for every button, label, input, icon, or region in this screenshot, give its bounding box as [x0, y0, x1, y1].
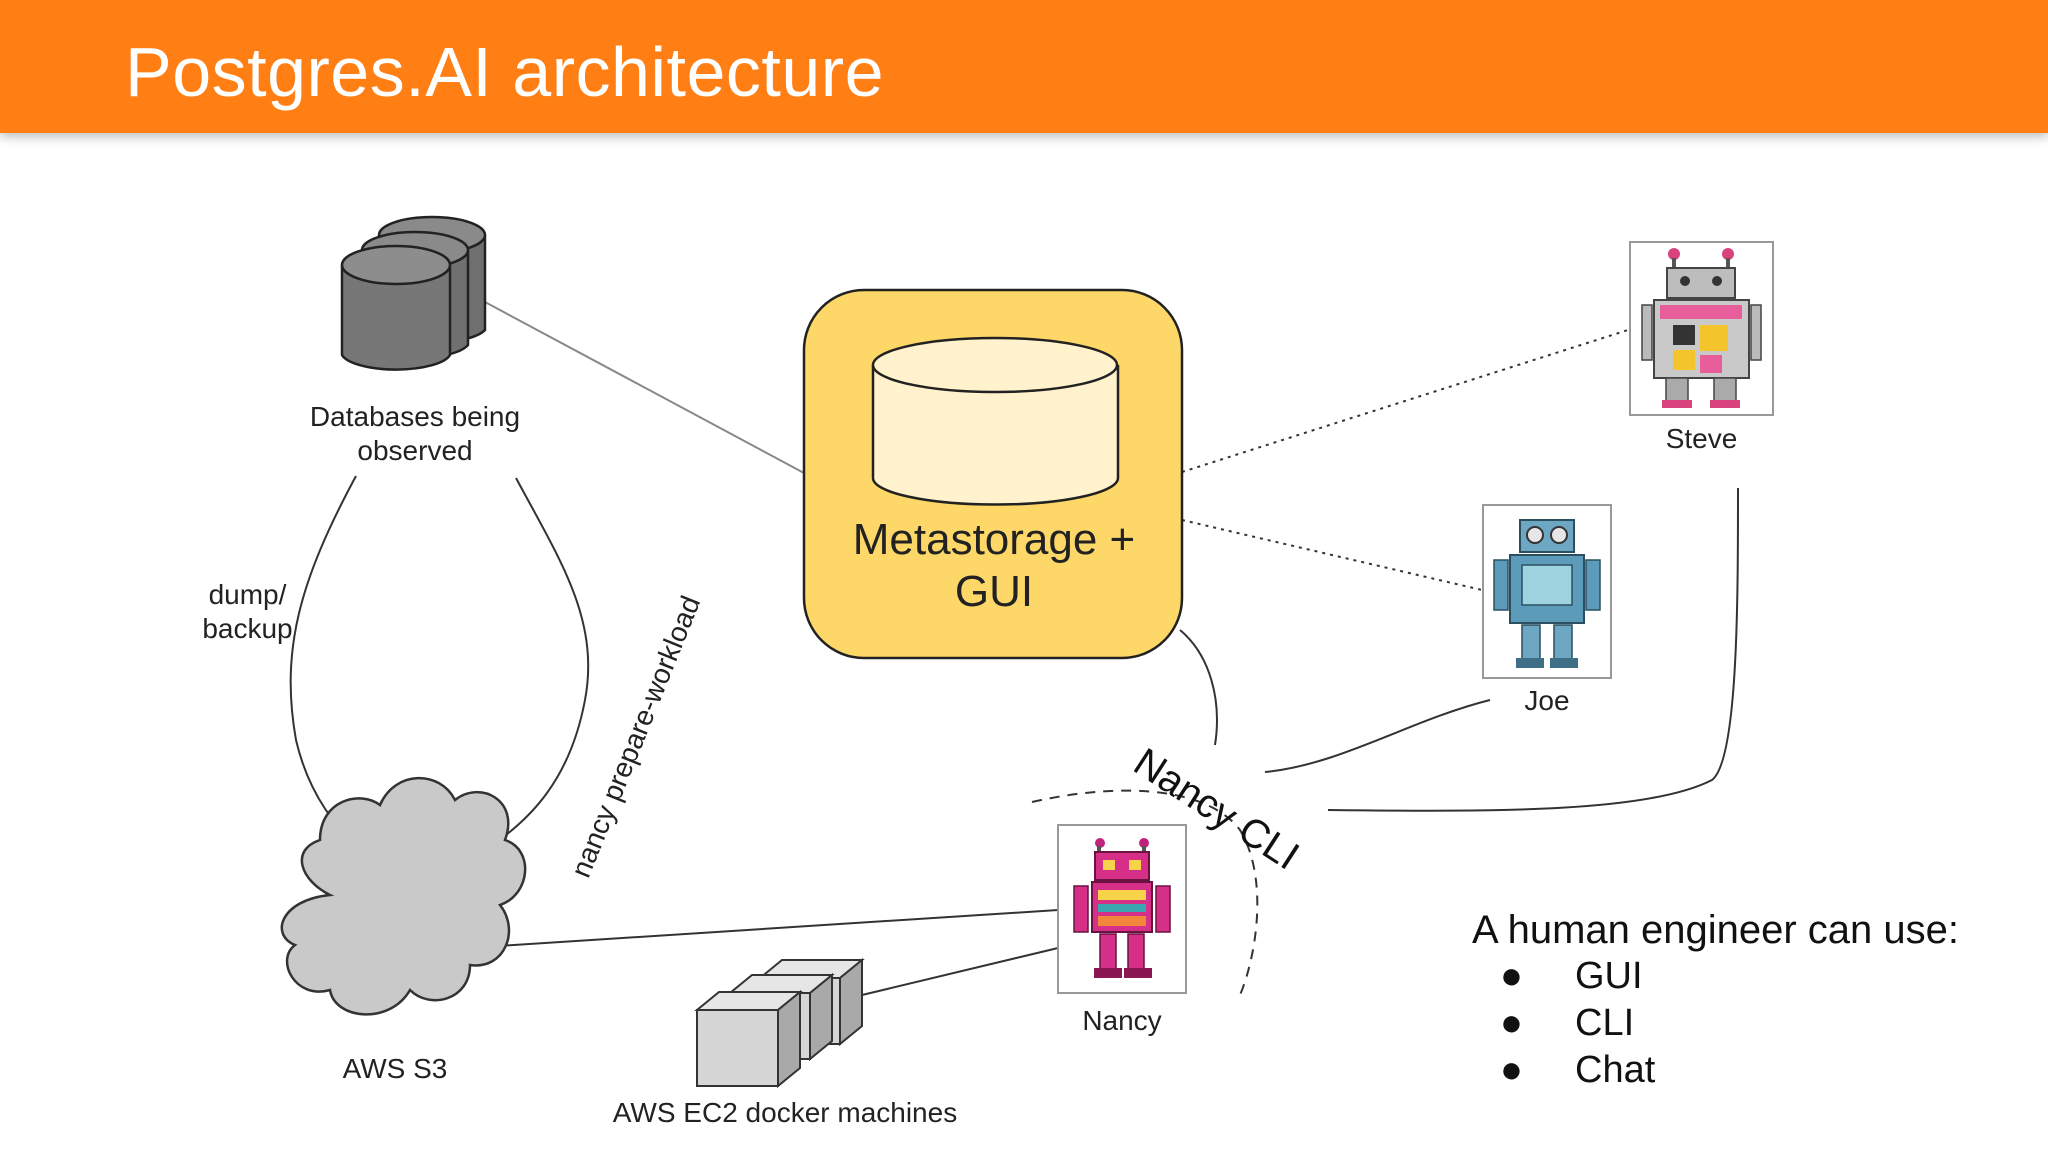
notes-item-text: Chat	[1575, 1049, 1656, 1091]
db-to-s3-prepare-workload-arrow	[485, 477, 590, 850]
bullet-icon: ●	[1500, 1002, 1523, 1044]
notes-heading: A human engineer can use:	[1472, 908, 1960, 952]
metastorage-to-steve-line	[1181, 329, 1629, 473]
notes-item-gui: ● GUI	[1500, 955, 1643, 998]
s3-label: AWS S3	[342, 1053, 448, 1084]
robot-joe-icon	[1482, 504, 1612, 679]
joe-to-nancy-cli-line	[1264, 699, 1491, 773]
database-stack-icon	[340, 215, 487, 371]
notes-item-text: GUI	[1575, 955, 1643, 997]
steve-to-nancy-cli-line	[1327, 487, 1739, 812]
server-boxes-icon	[694, 957, 865, 1089]
ec2-label: AWS EC2 docker machines	[612, 1097, 958, 1128]
ec2-to-nancy-line	[861, 947, 1059, 996]
slide-header: Postgres.AI architecture	[0, 0, 2048, 133]
joe-label: Joe	[1524, 685, 1570, 716]
metastorage-label-line-2: GUI	[954, 567, 1034, 616]
db-to-metastorage-line	[484, 301, 805, 474]
s3-to-nancy-line	[497, 909, 1059, 947]
bullet-icon: ●	[1500, 1049, 1523, 1091]
metastorage-db-icon	[871, 336, 1120, 506]
databases-label: Databases being observed	[290, 400, 540, 468]
metastorage-label-line-1: Metastorage +	[852, 515, 1136, 564]
notes-item-text: CLI	[1575, 1002, 1635, 1044]
bullet-icon: ●	[1500, 955, 1523, 997]
databases-label-line-2: observed	[357, 435, 473, 466]
notes-item-chat: ● Chat	[1500, 1049, 1655, 1092]
notes-item-cli: ● CLI	[1500, 1002, 1634, 1045]
nancy-cli-boundary-dashed	[1031, 789, 1259, 996]
dump-label-line-1: dump/	[208, 579, 287, 610]
robot-nancy-icon	[1057, 824, 1187, 994]
metastorage-to-nancy-cli-line	[1179, 629, 1218, 746]
dump-backup-label: dump/ backup	[190, 578, 305, 646]
cloud-icon	[280, 776, 527, 1016]
dump-label-line-2: backup	[202, 613, 293, 644]
databases-label-line-1: Databases being	[309, 401, 521, 432]
steve-label: Steve	[1665, 423, 1738, 454]
slide-title: Postgres.AI architecture	[125, 33, 884, 111]
robot-steve-icon	[1629, 241, 1774, 416]
nancy-label: Nancy	[1082, 1005, 1162, 1036]
metastorage-label: Metastorage + GUI	[805, 514, 1183, 618]
metastorage-to-joe-line	[1181, 519, 1483, 591]
